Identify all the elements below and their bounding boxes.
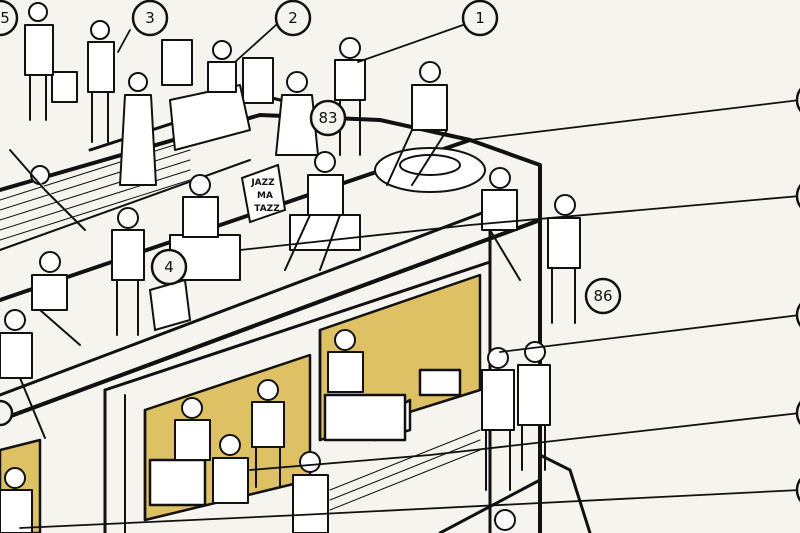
person — [251, 379, 285, 488]
svg-text:4: 4 — [164, 258, 174, 276]
leader-lines — [19, 24, 800, 529]
person — [174, 397, 211, 461]
person — [87, 20, 115, 143]
person — [517, 341, 551, 471]
person — [284, 151, 344, 271]
stage-stripes — [0, 139, 481, 511]
sign-line: MA — [257, 191, 273, 201]
svg-text:86: 86 — [593, 287, 612, 305]
callout-3: 3 — [131, 0, 169, 37]
person — [292, 451, 329, 533]
person — [212, 434, 249, 504]
speakers — [51, 39, 486, 193]
person — [481, 167, 521, 281]
person — [334, 37, 366, 156]
callout-2: 2 — [274, 0, 312, 37]
callout-4: 4 — [150, 248, 188, 286]
person — [494, 509, 516, 531]
sign-line: TAZZ — [254, 204, 280, 214]
person — [0, 467, 33, 533]
person — [182, 174, 219, 238]
svg-text:1: 1 — [475, 9, 485, 27]
person — [111, 207, 145, 336]
people — [0, 2, 581, 533]
jazz-ma-tazz-sign: JAZZ MA TAZZ — [240, 163, 287, 224]
callout-86: 86 — [584, 277, 622, 315]
person — [386, 61, 448, 186]
offscreen-callouts — [0, 87, 800, 503]
svg-text:83: 83 — [318, 109, 337, 127]
person — [547, 194, 581, 324]
person — [0, 309, 46, 439]
sign-line: JAZZ — [250, 178, 275, 188]
person — [481, 347, 515, 491]
person — [327, 329, 364, 393]
small-sign — [148, 278, 192, 332]
person — [24, 2, 54, 121]
callout-5: 5 — [0, 0, 19, 37]
callout-1: 1 — [461, 0, 499, 37]
svg-text:5: 5 — [0, 9, 10, 27]
person — [119, 72, 157, 186]
person — [31, 251, 81, 346]
svg-text:3: 3 — [145, 9, 155, 27]
person — [207, 40, 237, 93]
callout-83: 83 — [309, 99, 347, 137]
bear-mascot — [275, 71, 319, 156]
person — [9, 149, 86, 231]
svg-text:2: 2 — [288, 9, 298, 27]
